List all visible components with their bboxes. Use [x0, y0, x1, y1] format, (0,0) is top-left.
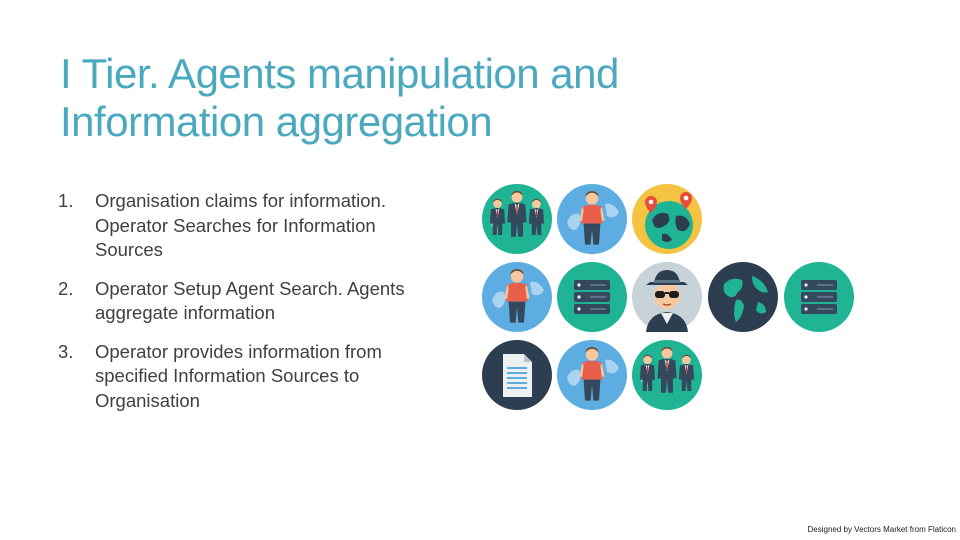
server-icon — [557, 262, 627, 332]
numbered-list: 1. Organisation claims for information. … — [58, 189, 418, 427]
list-item: 2. Operator Setup Agent Search. Agents a… — [58, 277, 418, 326]
title-line-2: Information aggregation — [60, 98, 493, 145]
list-item-text: Organisation claims for information. Ope… — [95, 190, 386, 260]
title-line-1: I Tier. Agents manipulation and — [60, 50, 619, 97]
world-map-location-icon — [632, 184, 702, 254]
organisation-group-icon — [632, 340, 702, 410]
operator-icon — [557, 184, 627, 254]
image-credit: Designed by Vectors Market from Flaticon — [807, 525, 956, 534]
operator-icon — [482, 262, 552, 332]
operator-icon — [557, 340, 627, 410]
list-item-number: 2. — [58, 277, 74, 299]
document-icon — [482, 340, 552, 410]
spy-agent-icon — [632, 262, 702, 332]
slide-title: I Tier. Agents manipulation and Informat… — [60, 50, 780, 146]
organisation-group-icon — [482, 184, 552, 254]
list-item-text: Operator Setup Agent Search. Agents aggr… — [95, 277, 405, 324]
server-icon — [784, 262, 854, 332]
list-item-text: Operator provides information from speci… — [95, 340, 382, 411]
list-item: 3. Operator provides information from sp… — [58, 340, 418, 414]
list-item: 1. Organisation claims for information. … — [58, 189, 418, 263]
list-item-number: 1. — [58, 190, 74, 211]
globe-icon — [708, 262, 778, 332]
list-item-number: 3. — [58, 340, 74, 362]
